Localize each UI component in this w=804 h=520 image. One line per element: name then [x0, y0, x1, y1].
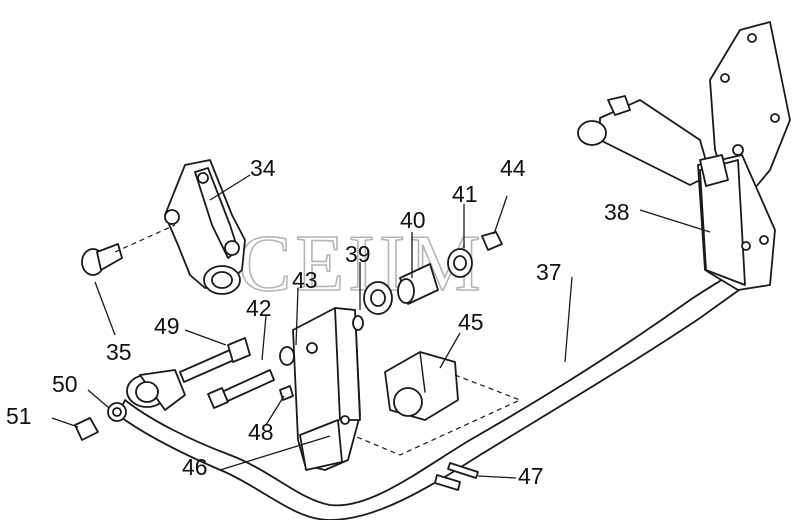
bushing-dash-line: [344, 374, 522, 456]
callout-51: 51: [6, 403, 32, 429]
link-assembly: [352, 231, 503, 331]
callout-40: 40: [400, 207, 426, 233]
right-bracket-assembly: [577, 21, 791, 291]
callout-39: 39: [345, 241, 371, 267]
callout-49: 49: [154, 313, 180, 339]
callout-45: 45: [458, 309, 484, 335]
watermark: CEIIM: [238, 220, 485, 308]
pin: [81, 243, 123, 276]
callout-48: 48: [248, 419, 274, 445]
callout-43: 43: [292, 267, 318, 293]
hanger-bracket: [292, 307, 361, 471]
callout-46: 46: [182, 454, 208, 480]
callout-38: 38: [604, 199, 630, 225]
callout-34: 34: [250, 155, 276, 181]
callout-37: 37: [536, 259, 562, 285]
callout-47: 47: [518, 463, 544, 489]
callout-labels: 34 35 37 38 39 40 41 42 43 44 45 46 47 4…: [6, 155, 630, 489]
washer-nut: [74, 402, 127, 441]
left-bracket: [164, 159, 246, 295]
callout-35: 35: [106, 339, 132, 365]
small-bolts: [434, 462, 479, 491]
leader-lines: [51, 174, 711, 479]
callout-50: 50: [52, 371, 78, 397]
pin-dash-line: [114, 224, 176, 253]
callout-42: 42: [246, 295, 272, 321]
callout-41: 41: [452, 181, 478, 207]
callout-44: 44: [500, 155, 526, 181]
bolts: [179, 337, 295, 409]
stabilizer-bar: [117, 254, 771, 520]
rubber-bushing: [384, 351, 459, 421]
